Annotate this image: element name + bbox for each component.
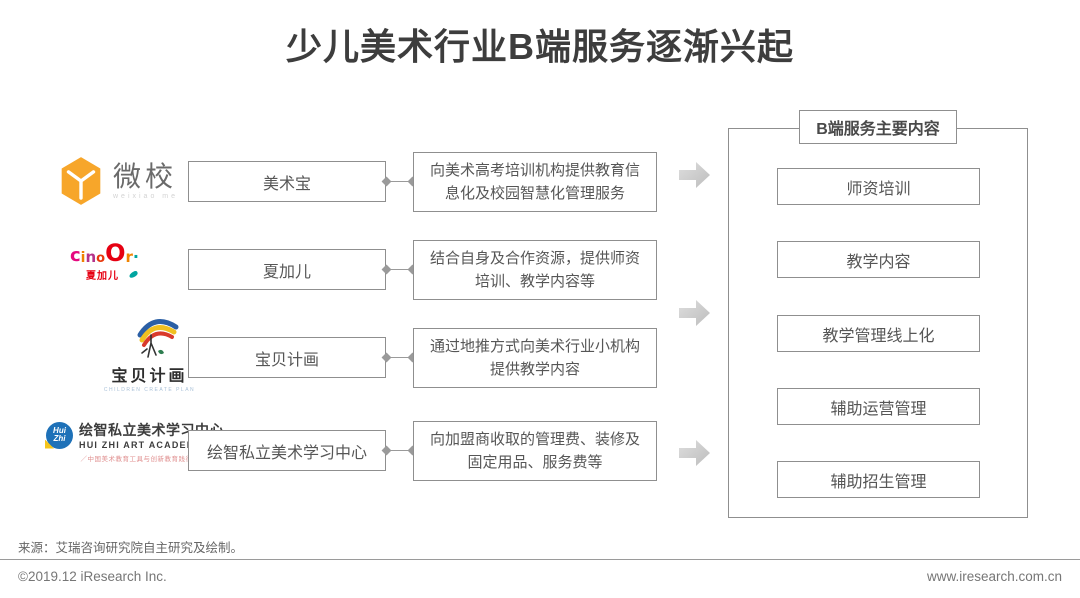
logo-letter: O: [105, 239, 126, 267]
right-arrow-icon: [679, 296, 711, 330]
panel-item-label: 教学内容: [846, 253, 911, 271]
company-name: 夏加儿: [262, 263, 311, 281]
service-desc: 结合自身及合作资源，提供师资培训、教学内容等: [429, 249, 640, 290]
weixiao-logo: 微校 weixiao me: [58, 150, 193, 212]
logo-letter: n: [85, 248, 97, 266]
panel-item-label: 师资培训: [846, 180, 911, 198]
service-desc: 向美术高考培训机构提供教育信息化及校园智慧化管理服务: [429, 161, 640, 202]
panel-item-label: 教学管理线上化: [822, 327, 935, 345]
service-desc-box: 结合自身及合作资源，提供师资培训、教学内容等: [413, 240, 657, 300]
company-name: 宝贝计画: [254, 351, 319, 369]
panel-header: B端服务主要内容: [799, 110, 957, 144]
weixiao-logo-text: 微校: [113, 161, 178, 193]
panel-item-teaching-content: 教学内容: [777, 241, 980, 278]
xiajiaer-brush-icon: [128, 270, 139, 279]
baobeijihua-logo: 宝贝计画 CHILDREN CREATE PLAN: [92, 315, 207, 393]
connector-line: [387, 357, 412, 358]
huizhi-badge-text: Zhi: [53, 434, 66, 443]
connector-line: [387, 181, 412, 182]
panel-header-label: B端服务主要内容: [816, 121, 940, 138]
company-name: 美术宝: [262, 175, 311, 193]
xiajiaer-logo-text: 夏加儿: [86, 271, 119, 282]
xiajiaer-logo: c i n o O r · 夏加儿: [70, 241, 195, 301]
xiajiaer-wordmark: c i n o O r ·: [70, 241, 195, 265]
company-box-xiajiaer: 夏加儿: [188, 249, 386, 290]
panel-item-enrollment-support: 辅助招生管理: [777, 461, 980, 498]
weixiao-cube-icon: [61, 157, 101, 205]
company-box-huizhi: 绘智私立美术学习中心: [188, 430, 386, 471]
service-desc-box: 向加盟商收取的管理费、装修及固定用品、服务费等: [413, 421, 657, 481]
logo-letter: r: [125, 248, 133, 266]
page-title: 少儿美术行业B端服务逐渐兴起: [286, 26, 794, 67]
logo-letter: c: [70, 245, 81, 266]
service-desc: 向加盟商收取的管理费、装修及固定用品、服务费等: [429, 430, 640, 471]
company-box-baobeijihua: 宝贝计画: [188, 337, 386, 378]
right-arrow-icon: [679, 436, 711, 470]
service-desc-box: 通过地推方式向美术行业小机构提供教学内容: [413, 328, 657, 388]
huizhi-logo-tagline: ／中国美术教育工具与创新教育践行者／: [80, 456, 207, 463]
baobeijihua-umbrella-icon: [137, 319, 178, 358]
right-arrow-icon: [679, 158, 711, 192]
panel-item-online-management: 教学管理线上化: [777, 315, 980, 352]
panel-item-operation-support: 辅助运营管理: [777, 388, 980, 425]
connector-line: [387, 269, 412, 270]
copyright-text: ©2019.12 iResearch Inc.: [18, 569, 167, 584]
huizhi-badge-text: Hui: [53, 425, 66, 435]
footer-divider: [0, 559, 1080, 560]
service-desc-box: 向美术高考培训机构提供教育信息化及校园智慧化管理服务: [413, 152, 657, 212]
baobeijihua-logo-subtext: CHILDREN CREATE PLAN: [103, 387, 196, 393]
company-box-meishubao: 美术宝: [188, 161, 386, 202]
huizhi-logo: Hui Zhi 绘智私立美术学习中心 HUI ZHI ART ACADEMY ／…: [46, 420, 241, 475]
logo-letter: i: [80, 250, 86, 266]
company-name: 绘智私立美术学习中心: [206, 444, 367, 462]
huizhi-badge-icon: Hui Zhi: [46, 421, 73, 449]
logo-letter: ·: [132, 247, 139, 266]
connector-line: [387, 450, 412, 451]
weixiao-logo-subtext: weixiao me: [113, 192, 179, 200]
panel-item-teacher-training: 师资培训: [777, 168, 980, 205]
panel-item-label: 辅助运营管理: [830, 400, 927, 418]
huizhi-logo-subtext: HUI ZHI ART ACADEMY: [79, 440, 203, 450]
website-text: www.iresearch.com.cn: [926, 569, 1062, 584]
huizhi-logo-text: 绘智私立美术学习中心: [79, 422, 224, 438]
source-note: 来源：艾瑞咨询研究院自主研究及绘制。: [18, 541, 244, 555]
baobeijihua-logo-text: 宝贝计画: [111, 368, 188, 385]
logo-letter: o: [96, 251, 106, 266]
panel-item-label: 辅助招生管理: [830, 473, 927, 491]
service-desc: 通过地推方式向美术行业小机构提供教学内容: [429, 337, 640, 378]
